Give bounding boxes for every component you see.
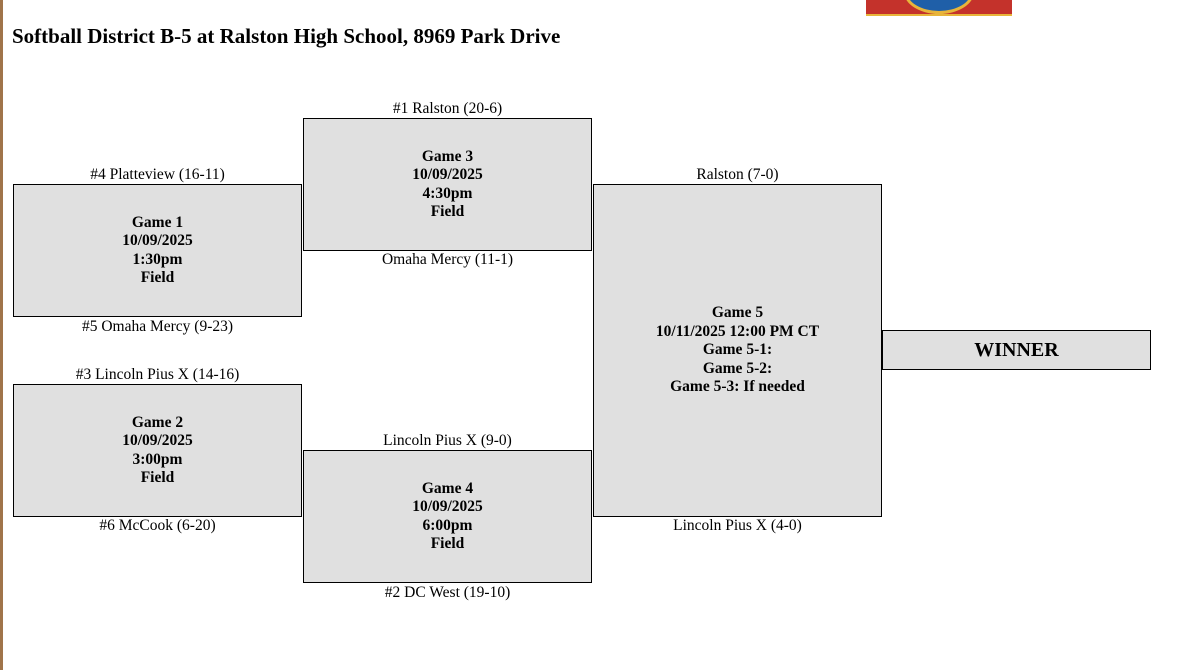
game3-date: 10/09/2025 — [412, 166, 483, 183]
game5-label: Game 5 — [711, 304, 764, 322]
game5-date: 10/11/2025 12:00 PM CT — [655, 322, 820, 340]
game4-field: Field — [430, 535, 465, 552]
game1-field: Field — [140, 269, 175, 286]
game1-time: 1:30pm — [132, 250, 183, 268]
game1-date: 10/09/2025 — [122, 232, 193, 249]
game5-bottom-team: Lincoln Pius X (4-0) — [673, 517, 802, 534]
game2-bottom-team: #6 McCook (6-20) — [99, 517, 216, 534]
game4-bottom-team: #2 DC West (19-10) — [384, 584, 511, 601]
game1-label: Game 1 — [131, 213, 184, 231]
game1-bottom-team: #5 Omaha Mercy (9-23) — [81, 318, 234, 335]
game5-top-team: Ralston (7-0) — [696, 166, 779, 183]
game5-2-line: Game 5-2: — [702, 359, 773, 377]
game3-time: 4:30pm — [422, 184, 473, 202]
page-title: Softball District B-5 at Ralston High Sc… — [12, 24, 561, 48]
page-left-edge — [0, 0, 3, 670]
game4-time: 6:00pm — [422, 516, 473, 534]
game3-label: Game 3 — [421, 147, 474, 165]
game4-top-team: Lincoln Pius X (9-0) — [383, 432, 512, 449]
game2-box: Game 2 10/09/2025 3:00pm Field — [13, 384, 302, 517]
game3-bottom-team: Omaha Mercy (11-1) — [381, 251, 514, 268]
nsaa-logo — [866, 0, 1012, 16]
game4-label: Game 4 — [421, 479, 474, 497]
game2-top-team: #3 Lincoln Pius X (14-16) — [75, 366, 240, 383]
game4-date: 10/09/2025 — [412, 498, 483, 515]
game5-3-line: Game 5-3: If needed — [670, 378, 805, 396]
game4-box: Game 4 10/09/2025 6:00pm Field — [303, 450, 592, 583]
game2-field: Field — [140, 469, 175, 486]
game2-date: 10/09/2025 — [122, 432, 193, 449]
game5-1-line: Game 5-1: — [702, 341, 773, 359]
game5-box: Game 5 10/11/2025 12:00 PM CT Game 5-1: … — [593, 184, 882, 517]
game2-label: Game 2 — [131, 413, 184, 431]
game2-time: 3:00pm — [132, 450, 183, 468]
game3-box: Game 3 10/09/2025 4:30pm Field — [303, 118, 592, 251]
game1-box: Game 1 10/09/2025 1:30pm Field — [13, 184, 302, 317]
winner-box: WINNER — [882, 330, 1151, 370]
game1-top-team: #4 Platteview (16-11) — [90, 166, 225, 183]
game3-field: Field — [430, 203, 465, 220]
game3-top-team: #1 Ralston (20-6) — [392, 100, 503, 117]
